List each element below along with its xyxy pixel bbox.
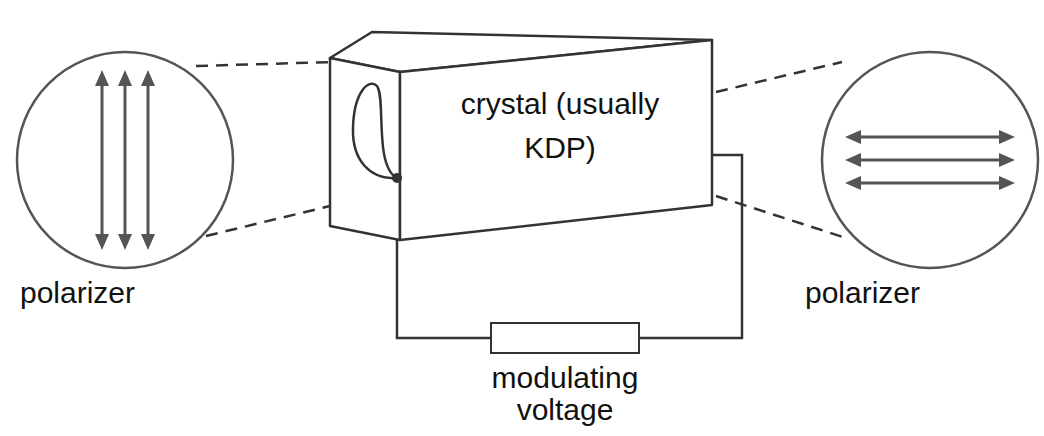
voltage-label: modulating voltage: [470, 362, 660, 426]
polarizer-circle: polarizer: [820, 50, 1040, 310]
electrode-dot: [392, 173, 402, 183]
zoom-line: [206, 206, 330, 236]
polarization-arrow: [845, 153, 1015, 167]
polarization-arrow: [141, 70, 155, 250]
crystal-block: crystal (usually KDP): [328, 28, 718, 243]
polarization-arrow: [845, 130, 1015, 144]
zoom-line: [716, 62, 842, 92]
polarizer-outline: [820, 50, 1040, 270]
crystal-outline: [328, 28, 718, 243]
crystal-label: crystal (usually KDP): [460, 28, 660, 170]
polarizer-label: polarizer: [20, 276, 235, 310]
electrode-loop: [353, 84, 397, 178]
polarization-arrow: [845, 176, 1015, 190]
polarization-arrow: [118, 70, 132, 250]
zoom-line: [196, 62, 334, 66]
voltage-source: modulating voltage: [470, 322, 660, 426]
polarizer-circle: polarizer: [15, 50, 235, 310]
zoom-line: [716, 196, 846, 238]
polarizer-outline: [15, 50, 235, 270]
polarizer-label: polarizer: [805, 276, 1040, 310]
voltage-box: [490, 322, 640, 354]
polarization-arrow: [95, 70, 109, 250]
